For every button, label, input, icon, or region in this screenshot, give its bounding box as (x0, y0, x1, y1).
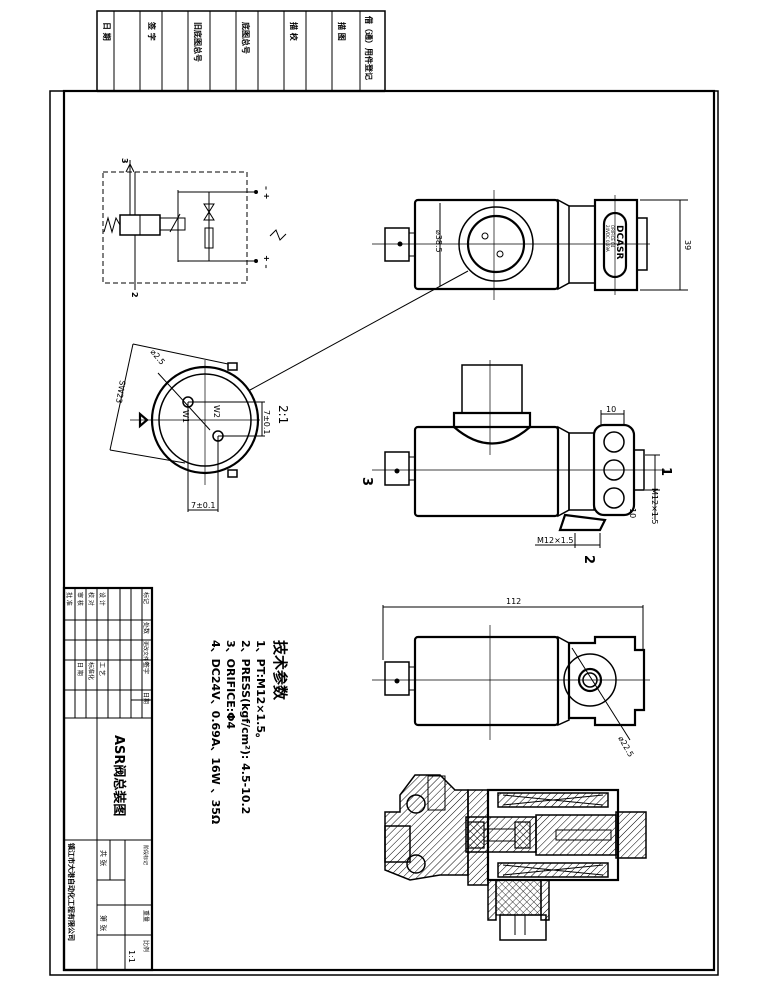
tb-stage-label: 阶段标记 (142, 845, 149, 865)
pin-label-w1: W1 (181, 410, 190, 423)
front-view: 10 M12×1.5 10 M12×1.5 1 2 3 (359, 360, 673, 564)
side-view: 112 ⌀22.5 (372, 597, 650, 759)
tb-row-approve: 批 准 (65, 592, 73, 606)
drawing-frame (62, 89, 716, 972)
pin-sw-dim: SW23 (114, 380, 127, 404)
plate-line2: ORIFICE 04 (610, 225, 615, 248)
top-view: DCASR ORIFICE 04 24VDC 0.69A ⌀38.5 39 (249, 190, 692, 391)
drawing-title: ASR阀总装图 (111, 735, 127, 816)
pin-vertical-dim: 7±0.1 (262, 410, 271, 435)
tb-company: 镇江市大港自动化工程有限公司 (67, 843, 76, 941)
tech-param-3: 3、ORIFICE:Φ4 (224, 640, 237, 730)
side-length: 112 (506, 597, 521, 606)
tb-header-change-doc: 更改文件号 (142, 641, 149, 666)
tb-row-process: 工 艺 (98, 662, 106, 676)
tech-param-4: 4、DC24V、0.69A、16W 、35Ω (209, 640, 222, 825)
schematic-terminal-2: + – (262, 255, 271, 269)
tb-row-review: 审 核 (76, 592, 84, 606)
record-table: 日 期 签 字 旧底图总号 底图总号 描 校 描 图 借（通）用件登记 (96, 10, 386, 93)
front-port-2: 2 (581, 555, 596, 564)
technical-parameters: 技术参数 1、PT:M12×1.5。 2、PRESS(kgf/cm²): 4.5… (209, 640, 289, 825)
record-cell-sign: 签 字 (147, 21, 157, 41)
schematic-port-2: 2 (130, 292, 139, 298)
tb-header-count: 处数 (142, 622, 150, 634)
record-cell-old-base: 旧底图总号 (193, 22, 203, 62)
tb-scale-label: 比例 (142, 940, 150, 952)
record-cell-trace: 描 图 (337, 22, 347, 41)
tb-header-date: 日期 (142, 692, 150, 704)
schematic-port-3: 3 (120, 158, 129, 164)
record-cell-base: 底图总号 (241, 21, 251, 54)
plate-brand: DCASR (614, 225, 624, 260)
detail-scale: 2:1 (276, 405, 290, 424)
side-diameter: ⌀22.5 (616, 735, 635, 759)
tb-sheet-no: 第 张 (99, 915, 108, 931)
tech-params-title: 技术参数 (271, 640, 289, 701)
tb-sheets-total: 共 张 (99, 850, 108, 866)
front-dim-top: 10 (606, 405, 616, 414)
top-view-height: 39 (683, 240, 692, 250)
connector-pin-detail: ⌀2.5 SW23 W1 W2 7±0.1 7±0.1 2:1 (109, 343, 290, 512)
tb-header-mark: 标记 (142, 592, 150, 604)
record-cell-trace-check: 描 校 (289, 22, 299, 42)
pin-horizontal-dim: 7±0.1 (191, 501, 216, 510)
tb-scale-value: 1:1 (127, 950, 136, 963)
title-block: 标记 处数 更改文件号 签字 日期 设 计 校 对 审 核 批 准 工 艺 标准… (62, 586, 154, 972)
section-view (384, 774, 647, 941)
front-port-3: 3 (359, 477, 374, 486)
tb-row-design: 设 计 (98, 592, 106, 606)
front-dim-right: 10 (628, 508, 637, 518)
top-view-diameter: ⌀38.5 (434, 230, 443, 253)
tb-row-standard: 标准化 (87, 662, 95, 680)
front-thread-bottom: M12×1.5 (537, 536, 574, 545)
schematic-terminal-1: – + (262, 186, 271, 200)
tech-param-1: 1、PT:M12×1.5。 (254, 640, 267, 744)
record-cell-date: 日 期 (102, 22, 112, 41)
front-port-1: 1 (658, 467, 673, 476)
tb-weight-label: 重量 (142, 910, 150, 922)
record-cell-register: 借（通）用件登记 (364, 15, 374, 80)
tb-row-check: 校 对 (87, 592, 95, 606)
pin-label-w2: W2 (212, 405, 221, 418)
plate-line3: 24VDC 0.69A (605, 225, 610, 252)
tb-row-date: 日 期 (76, 662, 84, 676)
tech-param-2: 2、PRESS(kgf/cm²): 4.5-10.2 (239, 640, 252, 814)
tb-header-sign: 签字 (142, 662, 150, 674)
front-thread-right: M12×1.5 (650, 488, 659, 525)
hydraulic-schematic: 3 2 – + + – (102, 158, 287, 298)
